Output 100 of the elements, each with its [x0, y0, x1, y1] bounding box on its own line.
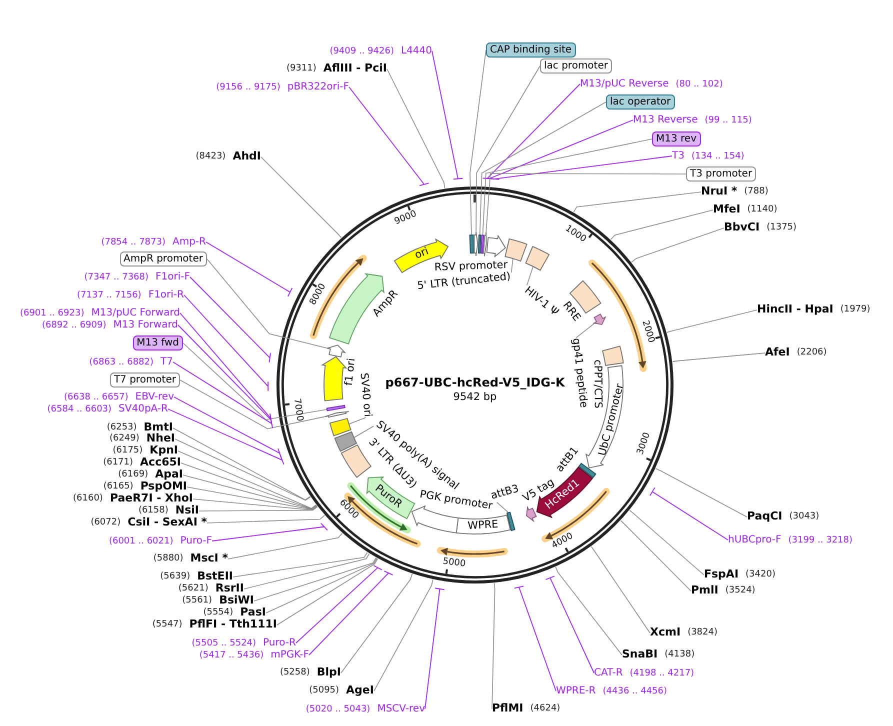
leader-line	[184, 294, 269, 392]
feature-tag: M13 rev	[652, 132, 700, 146]
primer-name: T7	[160, 356, 173, 368]
primer-range: (7347 .. 7368)	[84, 272, 149, 282]
feature-box	[326, 404, 346, 412]
leader-line	[590, 546, 650, 634]
enzyme-name: XcmI	[650, 626, 681, 640]
enzyme-name: BsiWI	[219, 594, 254, 608]
feature-box	[602, 345, 624, 366]
leader-line	[260, 156, 342, 238]
primer-range: (7137 .. 7156)	[77, 290, 142, 300]
leader-line	[296, 565, 382, 644]
leader-line	[573, 192, 702, 213]
primer-name: pBR322ori-F	[287, 81, 349, 93]
leader-line	[470, 50, 486, 236]
leader-line	[354, 426, 374, 438]
primer-range: (6901 .. 6923)	[20, 308, 84, 318]
leader-line	[182, 342, 328, 420]
leader-line	[510, 258, 514, 273]
leader-line	[206, 514, 325, 524]
primer-range: (6638 .. 6657)	[64, 392, 128, 402]
enzyme-name: BbvCI	[724, 222, 760, 234]
leader-line	[432, 50, 464, 180]
primer-range: (6892 .. 6909)	[42, 320, 106, 330]
enzyme-name: PaqCI	[747, 510, 782, 524]
cut-position: (9311)	[286, 64, 316, 74]
feature-box	[506, 511, 516, 532]
enzyme-name: BmtI	[144, 422, 173, 434]
cut-position: (3824)	[688, 628, 718, 638]
feature-box	[329, 417, 352, 437]
feature-tag: T3 promoter	[686, 166, 756, 182]
primer-range: (7854 .. 7873)	[101, 236, 166, 248]
leader-line	[479, 102, 606, 236]
enzyme-name: BlpI	[316, 666, 341, 680]
cut-position: (5547)	[152, 620, 182, 630]
enzyme-name: ApaI	[155, 468, 183, 482]
leader-line	[254, 557, 376, 602]
leader-line	[649, 487, 728, 540]
primer-range: (6584 .. 6603)	[47, 404, 112, 414]
enzyme-name: PmlI	[691, 584, 718, 598]
leader-line	[484, 120, 634, 180]
tick-label: 9000	[394, 210, 419, 228]
primer-name: EBV-rev	[135, 391, 174, 403]
tick-label: 7000	[290, 398, 304, 422]
primer-name: WPRE-R	[556, 685, 596, 697]
leader-line	[276, 558, 378, 626]
cut-position: (5880)	[153, 554, 184, 564]
primer-range: (4198 .. 4217)	[630, 668, 694, 678]
primer-range: (80 .. 102)	[676, 78, 723, 90]
leader-line	[190, 276, 271, 363]
leader-line	[482, 84, 580, 180]
primer-name: Amp-R	[172, 236, 206, 248]
primer-range: (5505 .. 5524)	[192, 638, 256, 648]
primer-name: Puro-F	[180, 535, 212, 547]
enzyme-name: AflIII - PciI	[323, 62, 387, 76]
enzyme-name: AhdI	[232, 150, 261, 164]
leader-line	[496, 502, 509, 514]
feature-tag: AmpR promoter	[120, 252, 207, 266]
cut-position: (6171)	[103, 458, 134, 468]
enzyme-name: BstEII	[197, 570, 233, 584]
feature-block	[486, 235, 506, 258]
enzyme-name: MscI *	[190, 552, 228, 566]
primer-range: (6001 .. 6021)	[108, 536, 174, 546]
primer-name: F1ori-R	[148, 289, 184, 301]
leader-line	[514, 586, 556, 692]
tick-label: 4000	[550, 532, 575, 552]
leader-line	[212, 522, 328, 542]
leader-line	[629, 510, 704, 576]
feature-box	[525, 246, 550, 271]
cut-position: (6169)	[118, 470, 148, 480]
feature-box	[455, 514, 511, 535]
leader-line	[244, 553, 370, 590]
leader-line	[340, 573, 413, 674]
primer-name: CAT-R	[594, 667, 623, 679]
enzyme-name: NheI	[146, 432, 175, 446]
enzyme-name: AgeI	[346, 684, 374, 698]
cut-position: (5258)	[280, 668, 310, 678]
primer-range: (9409 .. 9426)	[330, 46, 394, 56]
feature-block	[525, 506, 537, 522]
cut-position: (6158)	[138, 506, 168, 516]
primer-name: SV40pA-R	[118, 403, 168, 415]
feature-block	[473, 231, 479, 257]
leader-line	[172, 428, 311, 500]
leader-line	[178, 450, 317, 509]
cut-position: (4138)	[664, 650, 695, 660]
feature-block	[324, 411, 350, 418]
leader-line	[174, 438, 311, 501]
feature-box	[480, 234, 485, 254]
cut-position: (6165)	[103, 482, 134, 492]
leader-line	[348, 417, 366, 425]
primer-range: (99 .. 115)	[704, 114, 752, 126]
tick-label: 3000	[636, 432, 654, 457]
cut-position: (6253)	[106, 422, 137, 434]
enzyme-name: KpnI	[150, 444, 178, 458]
enzyme-name: Acc65I	[140, 456, 181, 470]
leader-line	[489, 156, 672, 180]
leader-line	[172, 362, 273, 429]
tick-label: 8000	[308, 283, 329, 308]
leader-line	[186, 486, 318, 510]
leader-line	[180, 462, 317, 510]
